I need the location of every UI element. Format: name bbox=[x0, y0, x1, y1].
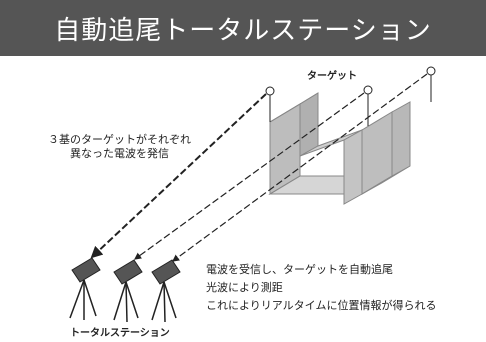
total-station-2 bbox=[113, 259, 143, 323]
title-bar: 自動追尾トータルステーション bbox=[0, 0, 486, 56]
slide-title: 自動追尾トータルステーション bbox=[54, 15, 432, 46]
target-structure bbox=[268, 92, 411, 205]
description: 電波を受信し、ターゲットを自動追尾 光波により測距 これによりリアルタイムに位置… bbox=[206, 261, 436, 315]
description-line-3: これによりリアルタイムに位置情報が得られる bbox=[206, 299, 437, 312]
description-line-1: 電波を受信し、ターゲットを自動追尾 bbox=[206, 263, 393, 276]
target-1 bbox=[265, 86, 275, 122]
signal-note-line-2: 異なった電波を発信 bbox=[70, 147, 169, 160]
diagram-svg bbox=[69, 66, 436, 323]
diagram-area: ターゲット ３基のターゲットがそれぞれ 異なった電波を発信 電波を受信し、ターゲ… bbox=[0, 56, 486, 339]
total-station-label: トータルステーション bbox=[70, 328, 170, 339]
description-line-2: 光波により測距 bbox=[206, 281, 283, 294]
total-station-1 bbox=[69, 257, 101, 320]
signal-note-line-1: ３基のターゲットがそれぞれ bbox=[48, 133, 191, 146]
signal-line-2 bbox=[134, 92, 365, 260]
targets-label: ターゲット bbox=[307, 71, 357, 82]
target-3 bbox=[426, 66, 436, 102]
target-2 bbox=[363, 85, 373, 126]
signal-line-3 bbox=[172, 73, 428, 262]
signal-line-1 bbox=[90, 93, 267, 259]
signal-note: ３基のターゲットがそれぞれ 異なった電波を発信 bbox=[48, 133, 191, 161]
total-station-3 bbox=[151, 259, 181, 323]
